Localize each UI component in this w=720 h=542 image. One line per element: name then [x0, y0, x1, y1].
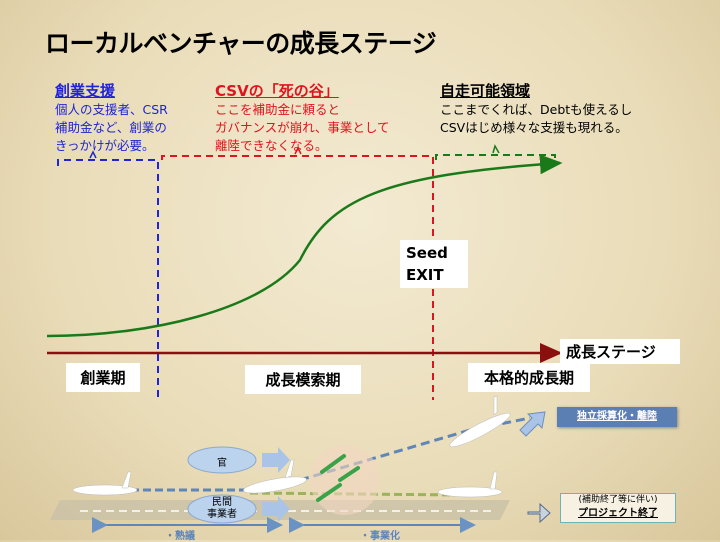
seed-exit-line: Seed: [406, 244, 448, 262]
green-bracket: [435, 154, 556, 160]
blue-bracket: [57, 159, 159, 400]
runway-illustration: [50, 395, 551, 533]
private-line: 民間: [212, 497, 232, 508]
column-line: ここまでくれば、Debtも使えるし: [440, 102, 633, 117]
axis-label: 成長ステージ: [560, 339, 680, 364]
stage-label: 本格的成長期: [468, 363, 590, 392]
phase-commercialization: ・事業化: [360, 531, 400, 542]
column-line: 補助金など、創業の: [55, 120, 167, 135]
column-valley-of-death: CSVの「死の谷」 ここを補助金に頼ると ガバナンスが崩れ、事業として 離陸でき…: [215, 80, 390, 155]
private-line: 事業者: [207, 509, 237, 520]
column-startup-support: 創業支援 個人の支援者、CSR 補助金など、創業の きっかけが必要。: [55, 80, 168, 155]
seed-exit-line: EXIT: [406, 266, 444, 284]
column-self-sustaining: 自走可能領域 ここまでくれば、Debtも使えるし CSVはじめ様々な支援も現れる…: [440, 80, 632, 137]
end-note: (補助終了等に伴い): [578, 495, 658, 505]
page-title: ローカルベンチャーの成長ステージ: [45, 29, 437, 58]
stage-label: 成長模索期: [245, 365, 361, 394]
end-label: プロジェクト終了: [578, 508, 658, 519]
column-line: ここを補助金に頼ると: [215, 102, 341, 117]
growth-curve: [46, 154, 563, 338]
takeoff-box: 独立採算化・離陸: [557, 407, 677, 427]
column-line: CSVはじめ様々な支援も現れる。: [440, 120, 628, 135]
column-line: ガバナンスが崩れ、事業として: [215, 120, 390, 135]
column-line: 離陸できなくなる。: [215, 138, 328, 153]
phase-deliberation: ・熟議: [165, 531, 195, 542]
column-line: きっかけが必要。: [55, 138, 155, 153]
project-end-box: (補助終了等に伴い) プロジェクト終了: [560, 493, 676, 523]
red-bracket: [161, 155, 434, 400]
column-line: 個人の支援者、CSR: [55, 102, 168, 117]
column-heading: 創業支援: [55, 82, 116, 100]
column-heading: CSVの「死の谷」: [215, 82, 339, 100]
private-label: 民間 事業者: [188, 497, 256, 521]
stage-label: 創業期: [66, 363, 140, 392]
gov-label: 官: [217, 458, 227, 469]
seed-exit-label: Seed EXIT: [400, 240, 468, 288]
column-heading: 自走可能領域: [440, 82, 531, 100]
